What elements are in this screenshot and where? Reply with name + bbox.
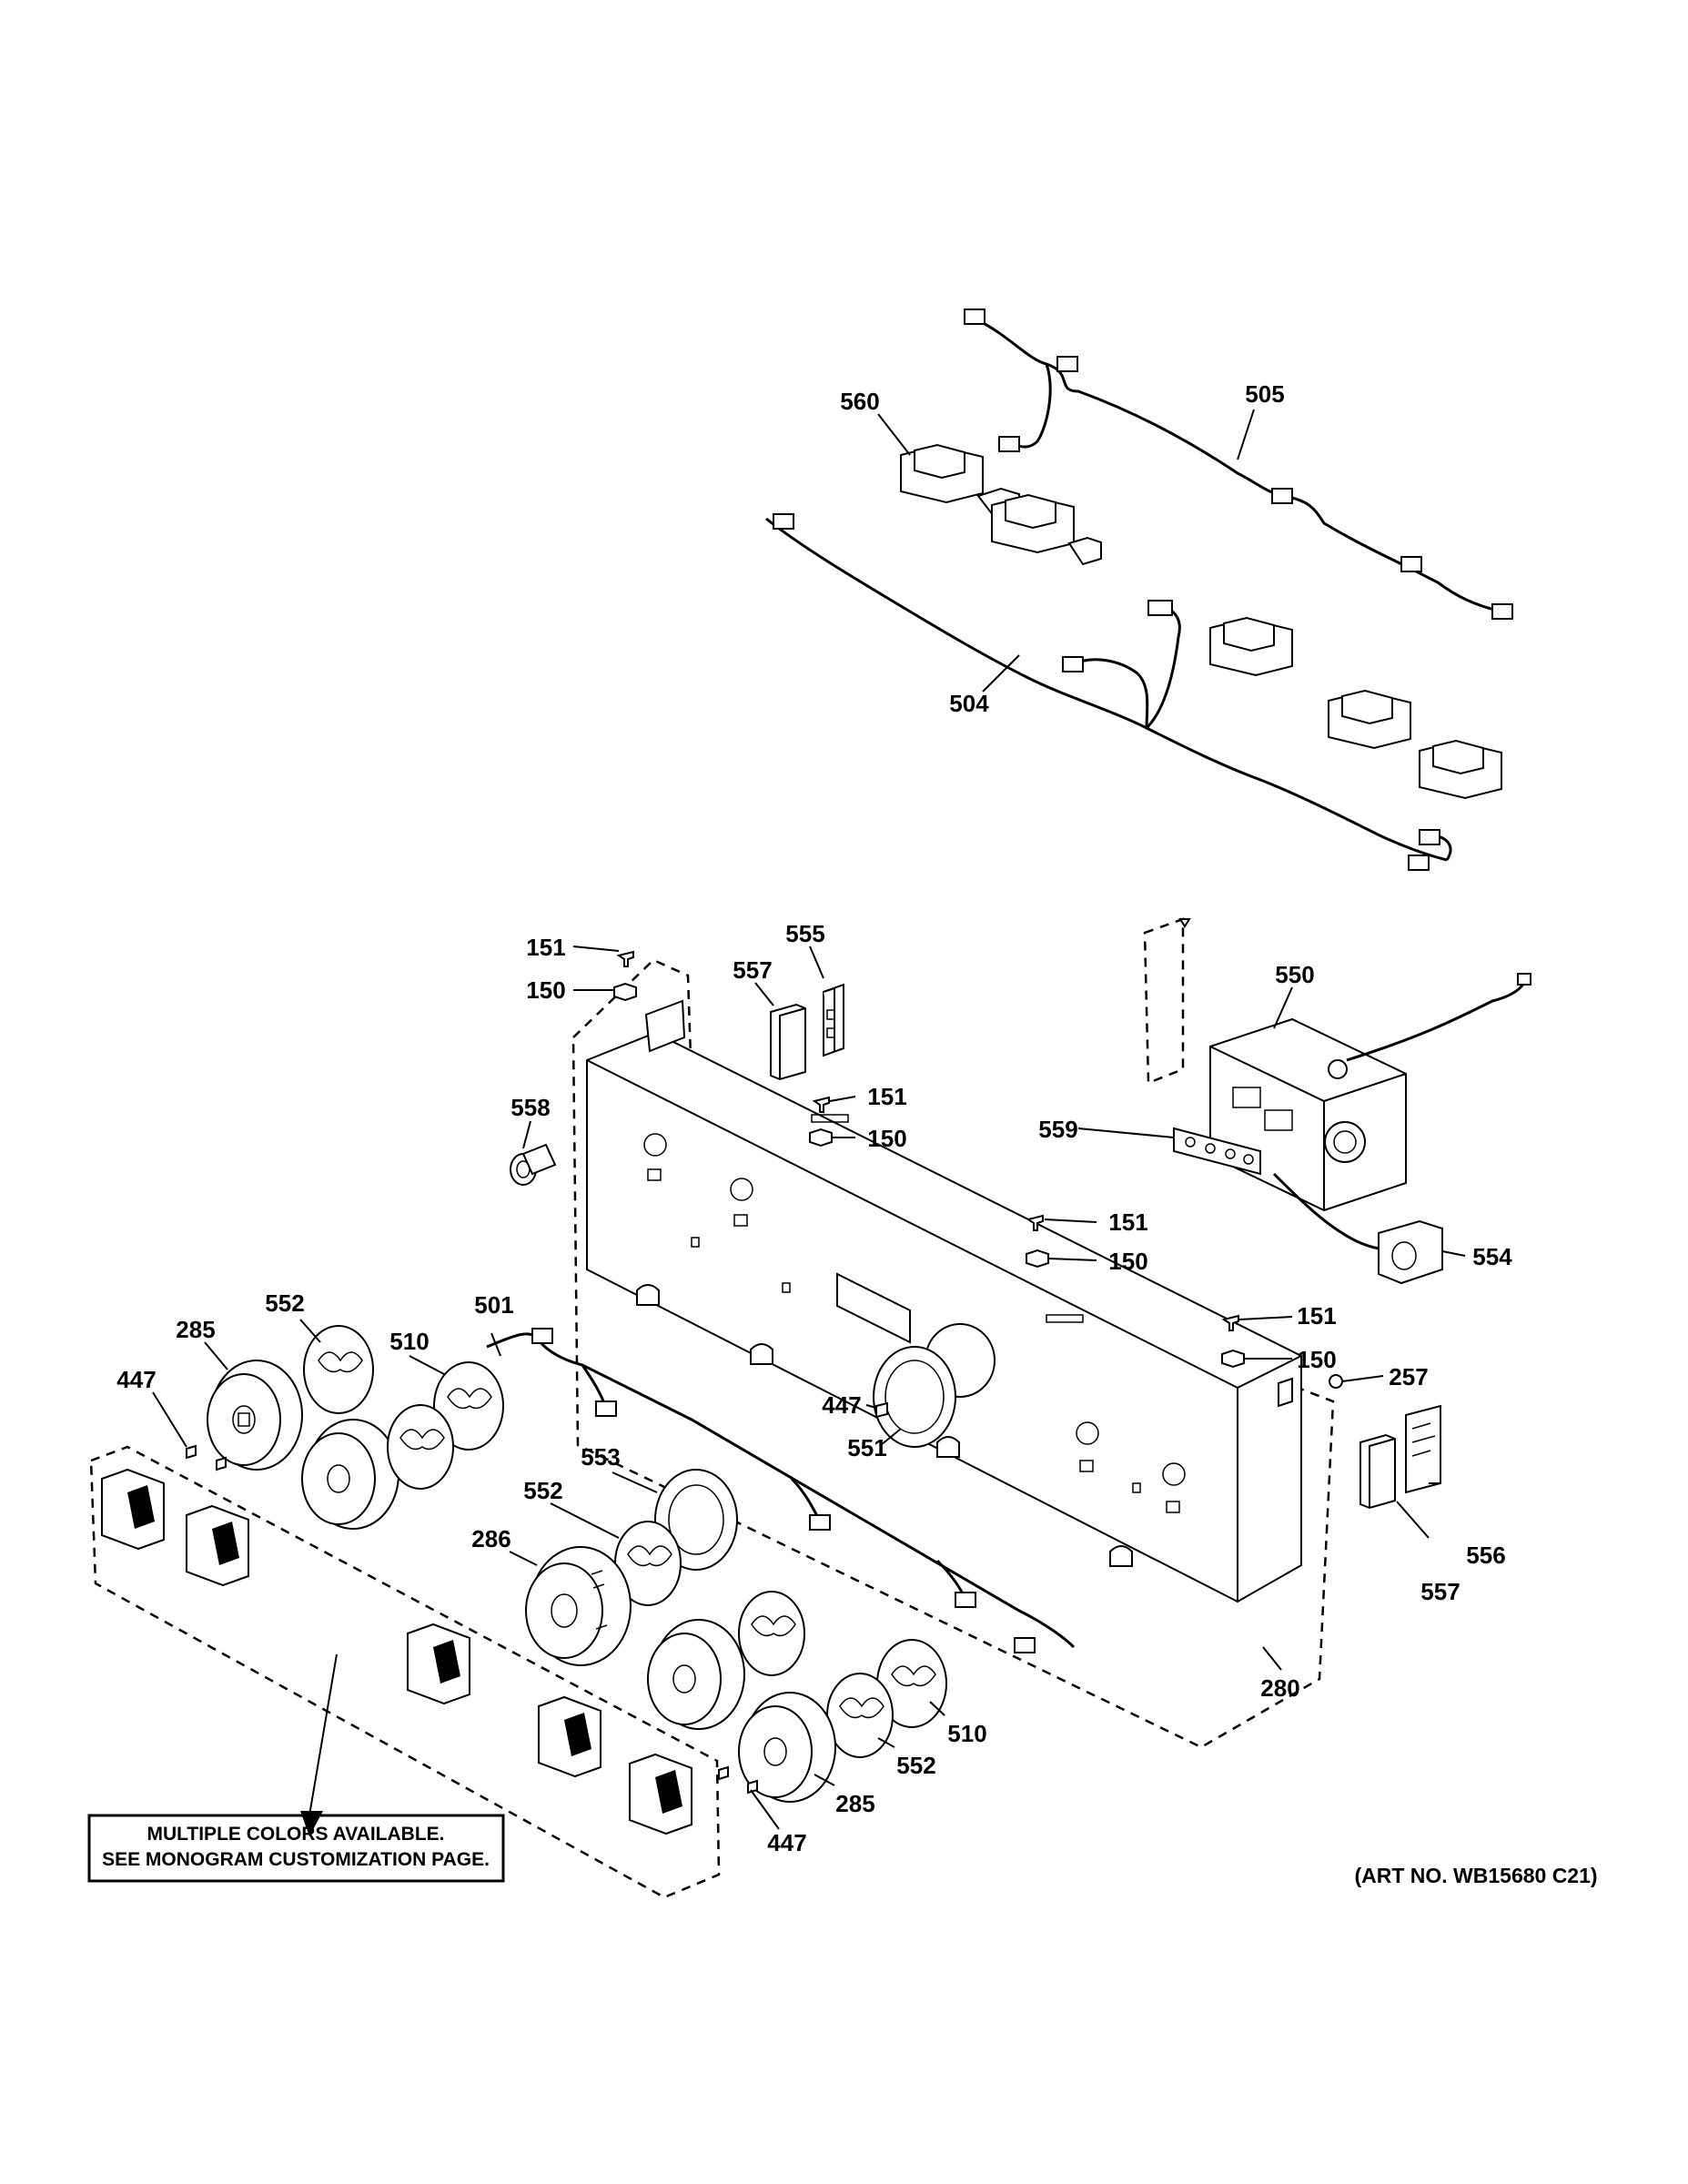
bezel-510-upper[interactable] [433, 1361, 504, 1451]
screw-151-b[interactable] [812, 1096, 830, 1113]
callout-554: 554 [1472, 1243, 1512, 1270]
control-board-550[interactable] [1143, 917, 1531, 1212]
callout-257: 257 [1389, 1363, 1428, 1390]
callout-552-upper: 552 [265, 1289, 304, 1317]
callout-447-lower: 447 [767, 1829, 806, 1856]
note-line-2: SEE MONOGRAM CUSTOMIZATION PAGE. [102, 1849, 490, 1870]
knob-base-upper-mid[interactable] [301, 1419, 399, 1530]
callout-555: 555 [785, 920, 824, 947]
note-line-1: MULTIPLE COLORS AVAILABLE. [147, 1824, 444, 1845]
bracket-557-top[interactable] [770, 1003, 806, 1081]
clip-150-b[interactable] [809, 1127, 833, 1148]
knob-base-285-upper-left[interactable] [207, 1360, 303, 1471]
callout-510-upper: 510 [389, 1328, 429, 1355]
callout-150-b: 150 [867, 1125, 906, 1152]
bezel-510-lower[interactable] [876, 1639, 947, 1728]
callout-556: 556 [1466, 1542, 1505, 1569]
callout-151-b: 151 [867, 1083, 906, 1110]
bezel-552-upper-mid[interactable] [387, 1404, 454, 1490]
callout-559: 559 [1038, 1116, 1077, 1143]
callout-447-left: 447 [116, 1366, 156, 1393]
callout-151-c: 151 [1108, 1208, 1147, 1236]
callout-504: 504 [949, 690, 989, 717]
knob-base-285-lower[interactable] [738, 1692, 836, 1803]
screw-151-top[interactable] [616, 950, 634, 967]
callout-285-lower: 285 [835, 1790, 874, 1817]
screw-151-c[interactable] [1026, 1214, 1044, 1231]
bezel-552-lower-top[interactable] [738, 1591, 805, 1676]
screw-257[interactable] [1329, 1374, 1343, 1389]
callout-286: 286 [471, 1525, 510, 1552]
screw-447-a[interactable] [186, 1444, 227, 1471]
clip-150-top[interactable] [613, 982, 637, 1002]
wire-harness-505[interactable] [964, 308, 1513, 620]
callout-280: 280 [1260, 1674, 1299, 1702]
knob-1[interactable] [101, 1468, 165, 1551]
label-556[interactable] [1405, 1404, 1441, 1494]
callout-558: 558 [510, 1094, 550, 1121]
clip-150-d[interactable] [1221, 1349, 1245, 1369]
switch-558[interactable] [510, 1143, 557, 1186]
callout-150-top: 150 [526, 976, 565, 1004]
knob-base-lower-top[interactable] [647, 1619, 745, 1730]
callout-510-lower: 510 [947, 1720, 986, 1747]
callout-552-center: 552 [523, 1477, 562, 1504]
callout-501: 501 [474, 1291, 513, 1319]
callout-505: 505 [1245, 380, 1284, 408]
knob-group-outline [89, 1445, 721, 1899]
callout-151-top: 151 [526, 934, 565, 961]
art-number: (ART NO. WB15680 C21) [1354, 1864, 1597, 1887]
screw-447-c[interactable] [718, 1765, 758, 1795]
relay-560[interactable] [900, 443, 1102, 566]
callout-285-upper: 285 [176, 1316, 215, 1343]
multiple-colors-note: MULTIPLE COLORS AVAILABLE. SEE MONOGRAM … [87, 1653, 505, 1883]
knob-base-286[interactable] [525, 1546, 632, 1666]
wire-harness-504[interactable] [765, 513, 1452, 871]
note-leader-line [308, 1653, 338, 1816]
ring-551[interactable] [873, 1346, 956, 1448]
switch-board-559[interactable] [1173, 1127, 1261, 1176]
screw-447-panel[interactable] [875, 1401, 888, 1419]
speaker-554[interactable] [1272, 1172, 1443, 1285]
control-panel-assembly-280-outline [571, 958, 1335, 1749]
callout-550: 550 [1275, 961, 1314, 988]
bezel-552-lower[interactable] [826, 1673, 894, 1758]
callout-151-d: 151 [1297, 1302, 1336, 1330]
callout-150-c: 150 [1108, 1248, 1147, 1275]
bracket-557-right[interactable] [1359, 1433, 1396, 1510]
callout-557-top: 557 [733, 956, 772, 984]
callout-557-right: 557 [1420, 1578, 1460, 1605]
callout-150-d: 150 [1297, 1346, 1336, 1373]
clip-150-c[interactable] [1026, 1249, 1049, 1269]
relay-group-504[interactable] [1209, 616, 1502, 800]
callout-447-panel: 447 [822, 1391, 861, 1419]
knob-5[interactable] [629, 1753, 692, 1835]
knob-4[interactable] [538, 1695, 601, 1778]
leader-lines [152, 409, 1466, 1830]
callout-553: 553 [581, 1443, 620, 1471]
knob-2[interactable] [186, 1504, 249, 1587]
bracket-555[interactable] [823, 983, 844, 1057]
screw-151-d[interactable] [1221, 1314, 1239, 1331]
wire-harness-501[interactable] [486, 1328, 1076, 1653]
callout-551: 551 [847, 1434, 886, 1461]
callout-552-lower: 552 [896, 1752, 935, 1779]
bezel-552-upper-left[interactable] [303, 1325, 374, 1414]
callout-560: 560 [840, 388, 879, 415]
knob-3[interactable] [407, 1623, 470, 1705]
